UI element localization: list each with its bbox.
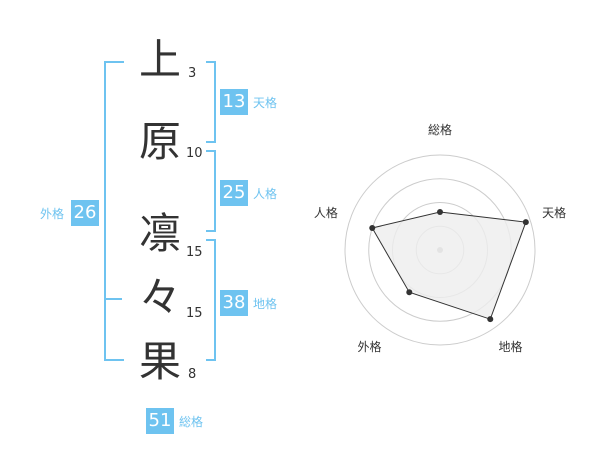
tenkaku-bracket	[206, 61, 216, 143]
jinkaku-label: 人格	[253, 187, 278, 201]
radar-point-4	[406, 289, 413, 296]
gaikaku-label: 外格	[40, 207, 65, 221]
name-char-1: 上	[138, 35, 181, 84]
jinkaku-bracket	[206, 150, 216, 232]
name-char-4: 々	[138, 273, 181, 322]
stroke-count-3: 15	[186, 245, 203, 260]
tenkaku-label: 天格	[253, 96, 278, 110]
gaikaku-bracket	[104, 61, 124, 361]
stroke-count-5: 8	[188, 367, 197, 382]
stroke-count-4: 15	[186, 306, 203, 321]
radar-axis-label-4: 外格	[357, 339, 381, 354]
name-char-5: 果	[138, 337, 181, 386]
chikaku-bracket	[206, 239, 216, 361]
radar-point-3	[487, 316, 494, 323]
chikaku-value: 38	[220, 290, 248, 316]
radar-axis-label-3: 地格	[499, 339, 523, 354]
chikaku-label: 地格	[253, 297, 278, 311]
radar-axis-label-2: 天格	[542, 205, 566, 220]
stroke-count-2: 10	[186, 146, 203, 161]
radar-axis-label-1: 総格	[428, 122, 452, 137]
radar-point-1	[437, 209, 443, 215]
name-char-3: 凛	[138, 209, 181, 258]
name-char-2: 原	[138, 117, 181, 166]
radar-point-2	[522, 219, 529, 226]
radar-value-polygon	[371, 211, 527, 320]
jinkaku-value: 25	[220, 180, 248, 206]
gaikaku-bracket-mid-tick	[104, 298, 122, 300]
soukaku-label: 総格	[179, 415, 204, 429]
gaikaku-value: 26	[71, 200, 99, 226]
radar-point-5	[369, 224, 376, 231]
soukaku-value: 51	[146, 408, 174, 434]
radar-points	[369, 209, 529, 323]
tenkaku-value: 13	[220, 89, 248, 115]
radar-axis-label-5: 人格	[314, 205, 338, 220]
stroke-count-1: 3	[188, 66, 197, 81]
radar-ring-4	[344, 154, 536, 346]
